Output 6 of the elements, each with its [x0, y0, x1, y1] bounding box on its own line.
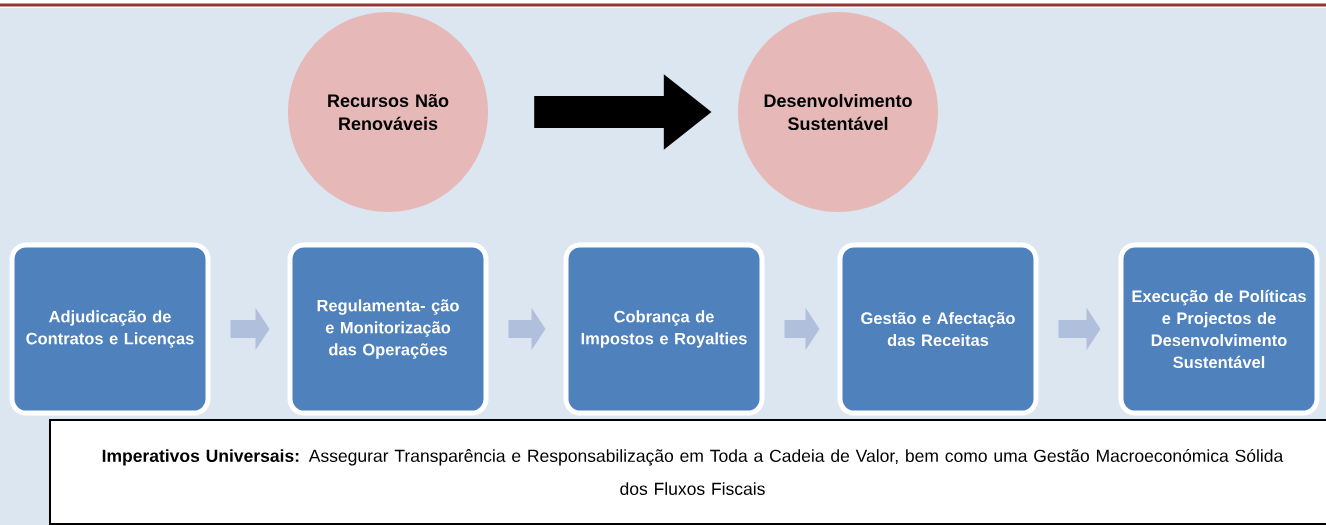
process-box: Adjudicação de Contratos e Licenças [9, 242, 211, 416]
process-box: Regulamenta- ção e Monitorização das Operações [287, 242, 489, 416]
note-box: Imperativos Universais: Assegurar Transparência e Responsabilização em Toda a Cadeia de Valor, bem como uma Gestão Macroeconómica Sólida dos Fluxos Fiscais [49, 419, 1326, 525]
process-box: Execução de Políticas e Projectos de Desenvolvimento Sustentável [1118, 242, 1320, 416]
process-box: Cobrança de Impostos e Royalties [563, 242, 765, 416]
process-box: Gestão e Afectação das Receitas [837, 242, 1039, 416]
